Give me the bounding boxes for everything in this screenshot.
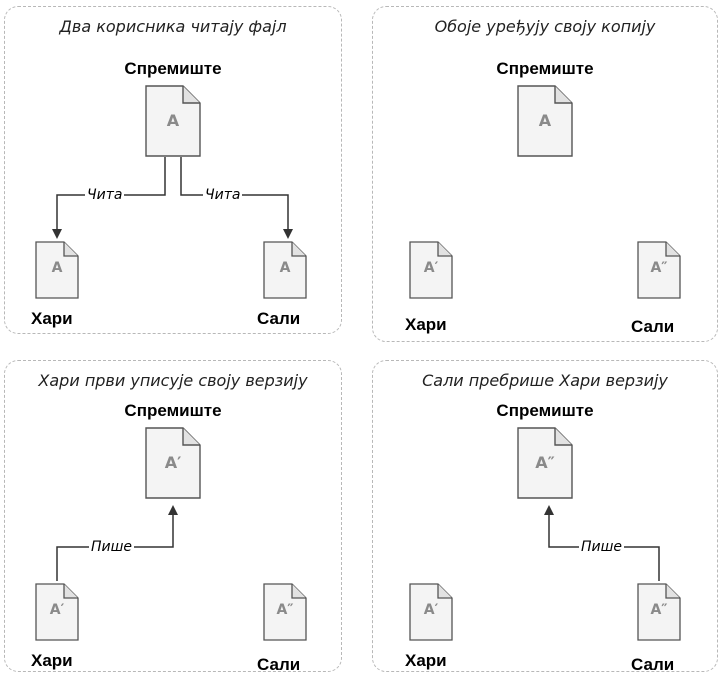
harry-document-icon: A′ — [409, 583, 453, 641]
document-version: A — [51, 260, 63, 276]
panel-sally-overwrites: Сали пребрише Хари верзију Спремиште A″ … — [372, 360, 718, 674]
sally-document-icon: A″ — [637, 583, 681, 641]
document-version: A′ — [423, 602, 439, 618]
harry-document-icon: A′ — [35, 583, 79, 641]
panel-harry-commits: Хари први уписује своју верзију Спремишт… — [4, 360, 342, 674]
document-version: A — [279, 260, 291, 276]
repository-label: Спремиште — [496, 59, 594, 78]
write-label: Пише — [579, 539, 625, 555]
repository-label: Спремиште — [124, 401, 222, 420]
sally-label: Сали — [631, 317, 675, 336]
document-version: A — [538, 111, 552, 130]
document-version: A′ — [164, 453, 182, 472]
repository-document-icon: A″ — [517, 427, 573, 499]
document-version: A″ — [650, 260, 668, 276]
document-version: A′ — [49, 602, 65, 618]
panel-title: Два корисника читају фајл — [59, 17, 287, 36]
sally-label: Сали — [257, 309, 301, 328]
read-label-right: Чита — [203, 187, 243, 203]
harry-label: Хари — [405, 651, 447, 670]
repository-label: Спремиште — [496, 401, 594, 420]
document-version: A″ — [276, 602, 294, 618]
document-version: A″ — [535, 453, 555, 472]
document-version: A″ — [650, 602, 668, 618]
document-version: A — [166, 111, 180, 130]
repository-label: Спремиште — [124, 59, 222, 78]
harry-label: Хари — [405, 315, 447, 334]
sally-label: Сали — [631, 655, 675, 674]
harry-label: Хари — [31, 651, 73, 670]
repository-document-icon: A — [145, 85, 201, 157]
panel-title: Хари први уписује своју верзију — [38, 371, 308, 390]
document-version: A′ — [423, 260, 439, 276]
harry-document-icon: A′ — [409, 241, 453, 299]
read-label-left: Чита — [85, 187, 125, 203]
panel-title: Сали пребрише Хари верзију — [422, 371, 668, 390]
repository-document-icon: A′ — [145, 427, 201, 499]
panel-both-edit: Обоје уређују своју копију Спремиште A A… — [372, 6, 718, 342]
panel-users-read: Два корисника читају фајл Спремиште A Чи… — [4, 6, 342, 334]
sally-document-icon: A″ — [263, 583, 307, 641]
sally-document-icon: A″ — [637, 241, 681, 299]
sally-label: Сали — [257, 655, 301, 674]
harry-label: Хари — [31, 309, 73, 328]
write-label: Пише — [89, 539, 135, 555]
repository-document-icon: A — [517, 85, 573, 157]
harry-document-icon: A — [35, 241, 79, 299]
sally-document-icon: A — [263, 241, 307, 299]
panel-title: Обоје уређују своју копију — [434, 17, 656, 36]
